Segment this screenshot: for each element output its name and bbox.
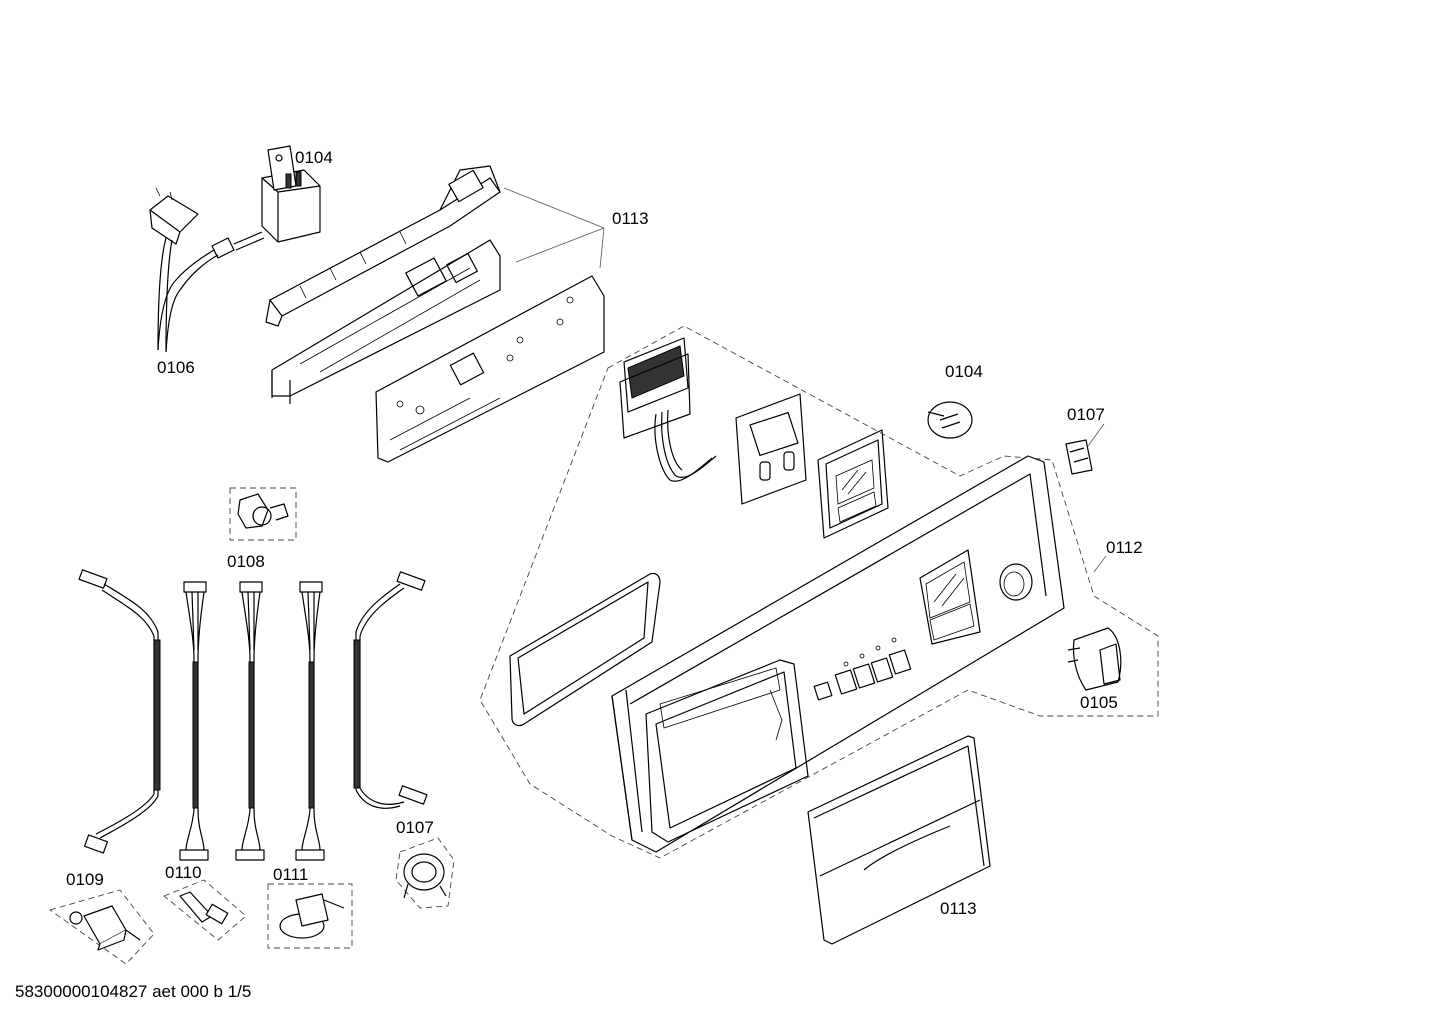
label-power-cable: 0106 [157, 358, 195, 377]
label-selector-knob: 0105 [1080, 693, 1118, 712]
wire-harness-part [235, 581, 265, 861]
display-board-part [619, 337, 717, 482]
pressure-sensor-part [395, 837, 455, 909]
display-window-part [817, 429, 889, 539]
heater-sensor-part [163, 879, 247, 941]
power-cable-part [149, 187, 265, 353]
label-fascia-panel: 0112 [1106, 538, 1143, 557]
selector-knob-part [1067, 627, 1122, 691]
leader-line [1087, 423, 1105, 447]
wire-harness-part [179, 581, 209, 861]
level-sensor-part [267, 883, 353, 949]
label-suppressor: 0104 [295, 148, 333, 167]
label-dispenser-handle: 0113 [940, 899, 977, 918]
wire-harness-part [353, 571, 428, 809]
display-frame-part [735, 393, 807, 505]
leader-line [503, 187, 605, 269]
label-clip: 0107 [1067, 405, 1105, 424]
control-module-group [265, 165, 605, 463]
valve-part [48, 889, 155, 965]
gasket-part [509, 572, 661, 727]
label-sensor: 0107 [396, 818, 434, 837]
assembly-boundary [479, 325, 1159, 859]
clip-part [1065, 439, 1093, 475]
suppressor-part [261, 145, 321, 243]
document-code: 58300000104827 aet 000 b 1/5 [15, 982, 251, 1001]
wire-harness-part [295, 581, 325, 861]
label-harness-0109: 0109 [66, 870, 104, 889]
knob-cap-part [927, 401, 973, 439]
label-harness-0111: 0111 [273, 865, 308, 884]
wire-harness-part [78, 569, 161, 854]
dispenser-handle-part [807, 735, 991, 945]
label-connector: 0108 [227, 552, 265, 571]
label-knob-cap: 0104 [945, 362, 983, 381]
fascia-panel-part [611, 455, 1065, 853]
label-module-group: 0113 [612, 209, 649, 228]
leader-line [1093, 555, 1107, 573]
label-harness-0110: 0110 [165, 863, 202, 882]
connector-part [229, 487, 297, 541]
